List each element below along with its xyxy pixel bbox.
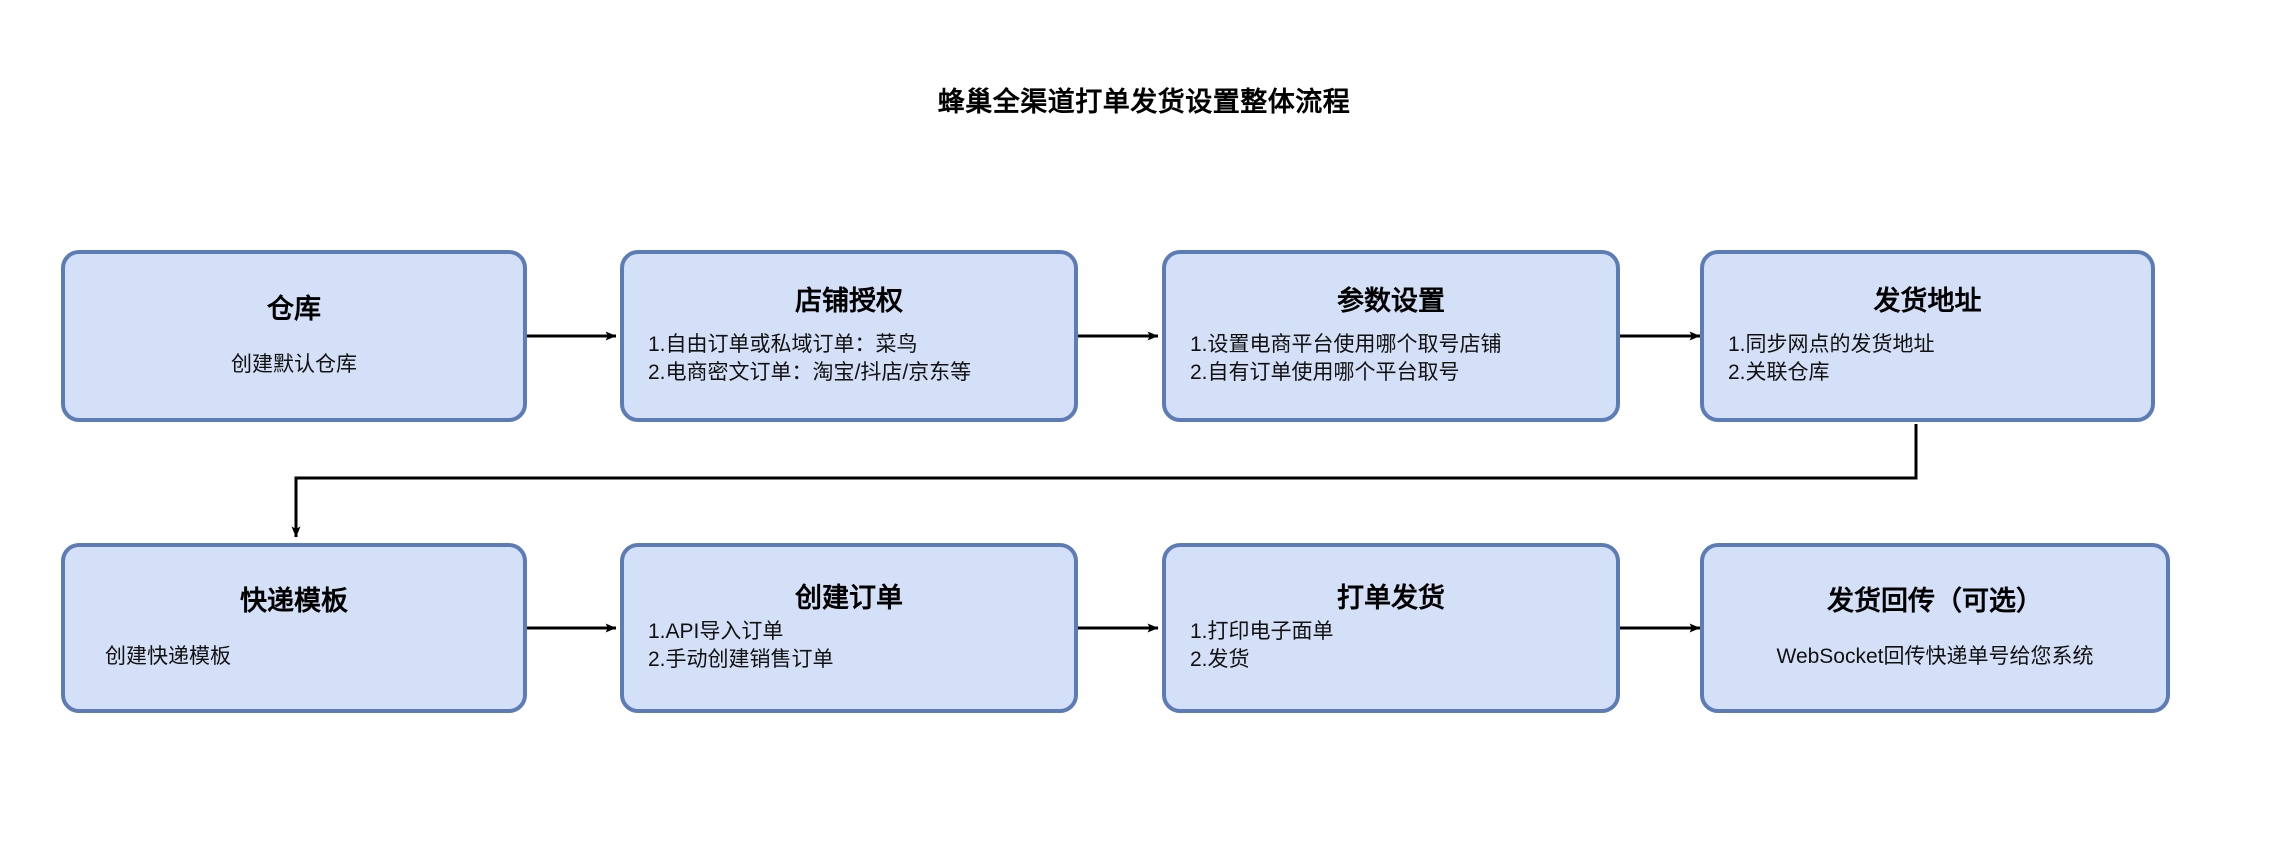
node-body: WebSocket回传快递单号给您系统 [1704, 643, 2166, 671]
node-line: WebSocket回传快递单号给您系统 [1776, 644, 2094, 668]
node-express-template[interactable]: 快递模板 创建快递模板 [61, 543, 527, 713]
node-title: 仓库 [267, 293, 321, 324]
node-body: 1.同步网点的发货地址 2.关联仓库 [1704, 331, 2151, 386]
node-line: 1.设置电商平台使用哪个取号店铺 [1190, 332, 1502, 356]
node-line: 创建快递模板 [105, 644, 231, 668]
connector-shipping-address-to-express-template [291, 424, 1918, 538]
node-create-order[interactable]: 创建订单 1.API导入订单 2.手动创建销售订单 [620, 543, 1078, 713]
page-title: 蜂巢全渠道打单发货设置整体流程 [937, 87, 1351, 117]
node-line: 1.API导入订单 [648, 619, 784, 643]
node-body: 创建快递模板 [65, 643, 523, 671]
node-parameter-setting[interactable]: 参数设置 1.设置电商平台使用哪个取号店铺 2.自有订单使用哪个平台取号 [1162, 250, 1620, 422]
node-shipping-address[interactable]: 发货地址 1.同步网点的发货地址 2.关联仓库 [1700, 250, 2155, 422]
node-body: 1.打印电子面单 2.发货 [1166, 618, 1616, 673]
node-title: 发货地址 [1873, 285, 1982, 316]
node-line: 1.自由订单或私域订单：菜鸟 [648, 332, 918, 356]
node-title: 参数设置 [1337, 285, 1445, 316]
node-line: 1.打印电子面单 [1190, 619, 1334, 643]
node-title: 快递模板 [240, 585, 348, 616]
node-line: 2.自有订单使用哪个平台取号 [1190, 360, 1460, 384]
node-line: 2.关联仓库 [1728, 360, 1830, 384]
node-line: 2.手动创建销售订单 [648, 647, 834, 671]
node-title: 发货回传（可选） [1827, 585, 2043, 616]
node-line: 创建默认仓库 [231, 352, 357, 376]
node-shipment-callback[interactable]: 发货回传（可选） WebSocket回传快递单号给您系统 [1700, 543, 2170, 713]
node-body: 1.API导入订单 2.手动创建销售订单 [624, 618, 1074, 673]
node-title: 店铺授权 [795, 285, 903, 316]
node-body: 1.自由订单或私域订单：菜鸟 2.电商密文订单：淘宝/抖店/京东等 [624, 331, 1074, 386]
node-shop-auth[interactable]: 店铺授权 1.自由订单或私域订单：菜鸟 2.电商密文订单：淘宝/抖店/京东等 [620, 250, 1078, 422]
node-title: 创建订单 [795, 582, 903, 613]
node-title: 打单发货 [1337, 582, 1445, 613]
node-warehouse[interactable]: 仓库 创建默认仓库 [61, 250, 527, 422]
node-body: 1.设置电商平台使用哪个取号店铺 2.自有订单使用哪个平台取号 [1166, 331, 1616, 386]
node-line: 2.发货 [1190, 647, 1250, 671]
node-print-and-ship[interactable]: 打单发货 1.打印电子面单 2.发货 [1162, 543, 1620, 713]
node-line: 1.同步网点的发货地址 [1728, 332, 1935, 356]
node-body: 创建默认仓库 [65, 351, 523, 379]
node-line: 2.电商密文订单：淘宝/抖店/京东等 [648, 360, 972, 384]
